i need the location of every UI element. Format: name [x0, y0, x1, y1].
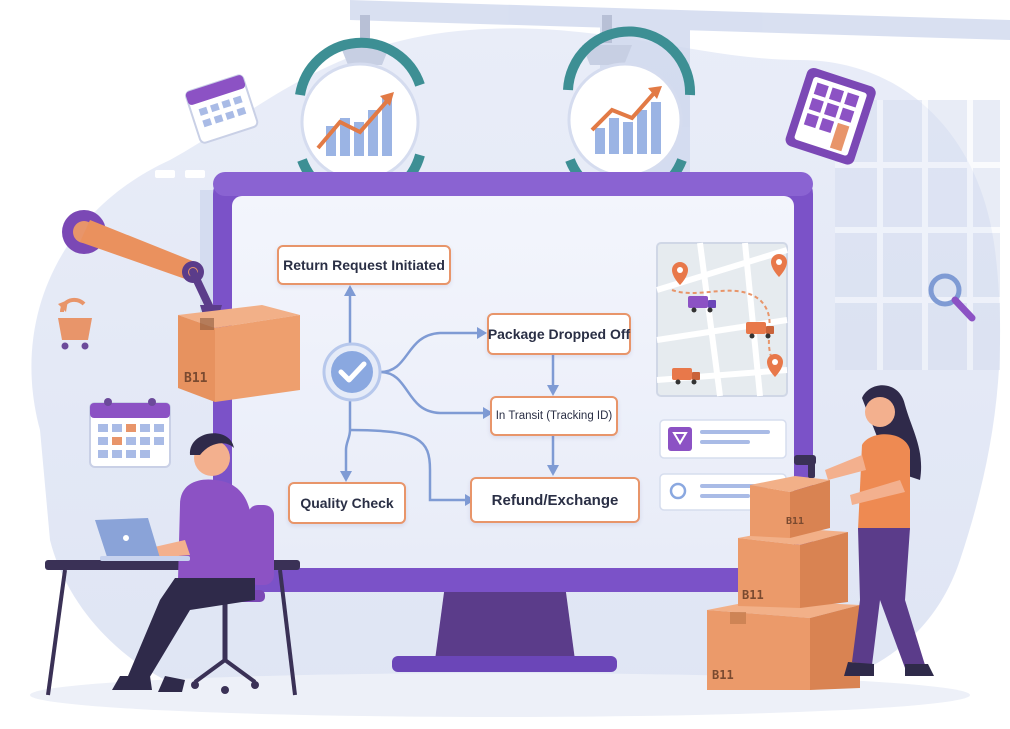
- cardboard-box: [178, 305, 300, 402]
- heart-tag-icon: [672, 432, 688, 445]
- map-pin-icon: [767, 354, 783, 377]
- flow-step-label: Quality Check: [300, 495, 394, 511]
- flow-connectors: [344, 292, 555, 502]
- return-cart-icon: [58, 297, 92, 350]
- calendar-icon: [89, 398, 171, 468]
- woman-scanning: [825, 385, 934, 676]
- warehouse-window: [835, 100, 1000, 370]
- laptop-icon: [95, 518, 190, 561]
- leaf-icon: [669, 482, 687, 500]
- flow-step-refund-exchange: Refund/Exchange: [470, 477, 640, 523]
- flow-arrowheads: [340, 285, 559, 506]
- truck-icon: [672, 368, 700, 385]
- man-at-laptop: [112, 433, 255, 692]
- truck-icon: [688, 296, 716, 313]
- flow-step-in-transit: In Transit (Tracking ID): [490, 396, 618, 436]
- flow-step-quality-check: Quality Check: [288, 482, 406, 524]
- checkmark-icon: [322, 342, 382, 402]
- flow-step-label: Return Request Initiated: [283, 257, 445, 273]
- map-pin-icon: [672, 262, 688, 285]
- flow-step-label: Package Dropped Off: [487, 326, 631, 342]
- flow-step-label: In Transit (Tracking ID): [495, 410, 613, 422]
- magnifier-icon: [928, 273, 976, 322]
- calendar-icon: [185, 74, 259, 144]
- barcode-scanner-icon: [794, 455, 816, 478]
- info-card: [659, 419, 787, 459]
- monitor-stand: [392, 585, 617, 672]
- truck-icon: [746, 322, 774, 339]
- map-pin-icon: [771, 254, 787, 277]
- wall-lights: [155, 170, 205, 178]
- flow-step-return-request: Return Request Initiated: [277, 245, 451, 285]
- calculator-icon: [785, 67, 876, 165]
- ceiling-lamp-right: [582, 15, 632, 65]
- flow-step-label: Refund/Exchange: [491, 491, 619, 509]
- flow-step-package-dropped: Package Dropped Off: [487, 313, 631, 355]
